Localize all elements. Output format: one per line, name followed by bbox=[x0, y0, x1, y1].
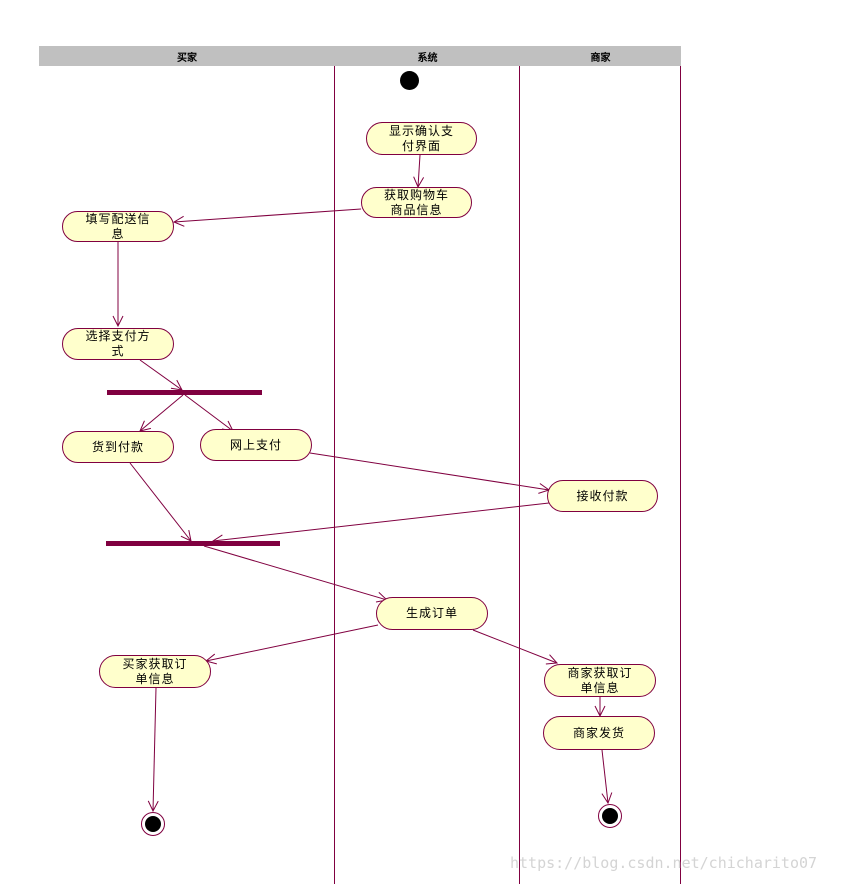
arrow-getcart-to-fill bbox=[174, 208, 362, 222]
initial-node bbox=[400, 71, 419, 90]
arrow-show-to-getcart bbox=[418, 154, 420, 187]
arrow-cod-to-join bbox=[129, 462, 191, 541]
arrow-buyer-to-end bbox=[153, 687, 156, 811]
activity-seller-ship: 商家发货 bbox=[543, 716, 655, 750]
lane-header-seller: 商家 bbox=[520, 46, 681, 66]
join-bar bbox=[106, 541, 280, 546]
arrow-order-to-seller bbox=[472, 629, 557, 663]
arrow-order-to-buyer bbox=[206, 624, 379, 661]
arrow-join-to-order bbox=[203, 545, 387, 600]
arrow-online-to-receive bbox=[309, 452, 549, 490]
lane-divider-seller-right bbox=[680, 66, 681, 884]
arrow-fork-to-cod bbox=[140, 394, 184, 431]
activity-receive-payment: 接收付款 bbox=[547, 480, 658, 512]
activity-choose-payment: 选择支付方 式 bbox=[62, 328, 174, 360]
activity-online-payment: 网上支付 bbox=[200, 429, 312, 461]
activity-fill-delivery-info: 填写配送信 息 bbox=[62, 211, 174, 242]
arrow-ship-to-end bbox=[602, 749, 608, 803]
lane-divider-system-seller bbox=[519, 66, 520, 884]
final-node-buyer bbox=[141, 812, 165, 836]
activity-cash-on-delivery: 货到付款 bbox=[62, 431, 174, 463]
arrow-fork-to-online bbox=[184, 394, 233, 431]
fork-bar bbox=[107, 390, 262, 395]
activity-create-order: 生成订单 bbox=[376, 597, 488, 630]
final-node-seller bbox=[598, 804, 622, 828]
activity-get-cart-info: 获取购物车 商品信息 bbox=[361, 187, 472, 218]
watermark-text: https://blog.csdn.net/chicharito07 bbox=[510, 854, 818, 872]
lane-header-system: 系统 bbox=[335, 46, 520, 66]
activity-show-confirm-payment: 显示确认支 付界面 bbox=[366, 122, 477, 155]
arrow-receive-to-join bbox=[213, 502, 550, 541]
activity-seller-get-order: 商家获取订 单信息 bbox=[544, 664, 656, 697]
activity-buyer-get-order: 买家获取订 单信息 bbox=[99, 655, 211, 688]
lane-header-buyer: 买家 bbox=[39, 46, 335, 66]
lane-divider-buyer-system bbox=[334, 66, 335, 884]
arrow-choose-to-fork bbox=[139, 359, 182, 390]
